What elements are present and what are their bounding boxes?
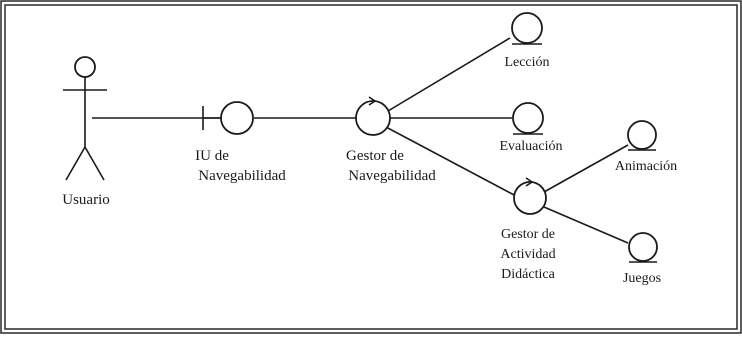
control-circle (355, 100, 391, 136)
control-gestor-actividad: Gestor de Actividad Didáctica (500, 177, 556, 282)
entity-circle (627, 120, 657, 150)
control-label-line1: Gestor de (346, 148, 404, 164)
control-label-line2: Navegabilidad (348, 168, 436, 184)
boundary-circle (220, 101, 254, 135)
link-gestor-actividad (385, 126, 517, 197)
actor-label: Usuario (62, 192, 110, 208)
entity-label: Evaluación (500, 139, 563, 154)
boundary-iu-navegabilidad: IU de Navegabilidad (195, 101, 286, 184)
actor-usuario: Usuario (62, 56, 110, 208)
control-label-line1: Gestor de (501, 227, 555, 242)
entity-circle (512, 102, 544, 134)
link-actividad-animacion (543, 144, 629, 193)
boundary-label-line2: Navegabilidad (198, 168, 286, 184)
entity-circle (628, 232, 658, 262)
actor-left-leg (65, 146, 86, 181)
entity-juegos: Juegos (623, 232, 661, 286)
entity-label: Juegos (623, 271, 661, 286)
inner-border (4, 4, 738, 330)
entity-label: Animación (615, 159, 677, 174)
actor-head (74, 56, 96, 78)
control-label-line2: Actividad (500, 247, 555, 262)
control-gestor-navegabilidad: Gestor de Navegabilidad (346, 96, 436, 184)
connections (92, 37, 629, 244)
entity-label: Lección (504, 55, 549, 70)
link-actividad-juegos (543, 206, 629, 244)
actor-right-leg (84, 146, 105, 181)
entity-circle (511, 12, 543, 44)
control-label-line3: Didáctica (501, 267, 555, 282)
control-arrow (525, 177, 534, 187)
entity-leccion: Lección (504, 12, 550, 70)
control-circle (513, 181, 547, 215)
entity-animacion: Animación (615, 120, 677, 174)
boundary-label-line1: IU de (195, 148, 229, 164)
link-gestor-leccion (387, 37, 511, 112)
entity-evaluacion: Evaluación (500, 102, 563, 154)
control-arrow (368, 96, 377, 106)
